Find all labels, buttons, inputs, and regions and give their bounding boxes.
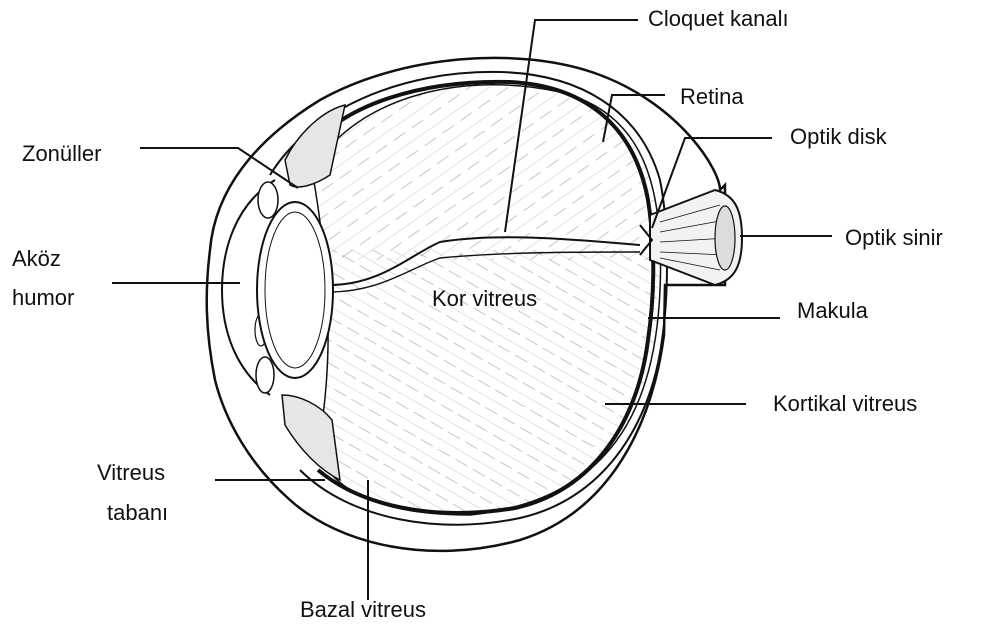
lens (257, 202, 333, 378)
label-macula: Makula (797, 298, 869, 323)
label-retina: Retina (680, 84, 744, 109)
label-aqueous-line2: humor (12, 285, 74, 310)
label-optic-disc: Optik disk (790, 124, 888, 149)
label-optic-nerve: Optik sinir (845, 225, 943, 250)
label-zonules: Zonüller (22, 141, 101, 166)
iris-upper (258, 182, 278, 218)
label-vitreous-base-line1: Vitreus (97, 460, 165, 485)
label-core-vitreous: Kor vitreus (432, 286, 537, 311)
label-aqueous-line1: Aköz (12, 246, 61, 271)
label-basal-vitreous: Bazal vitreus (300, 597, 426, 622)
iris-lower (256, 357, 274, 393)
label-cloquet-canal: Cloquet kanalı (648, 6, 789, 31)
label-cortical-vitreous: Kortikal vitreus (773, 391, 917, 416)
optic-nerve-end (715, 206, 735, 270)
label-vitreous-base-line2: tabanı (107, 500, 168, 525)
